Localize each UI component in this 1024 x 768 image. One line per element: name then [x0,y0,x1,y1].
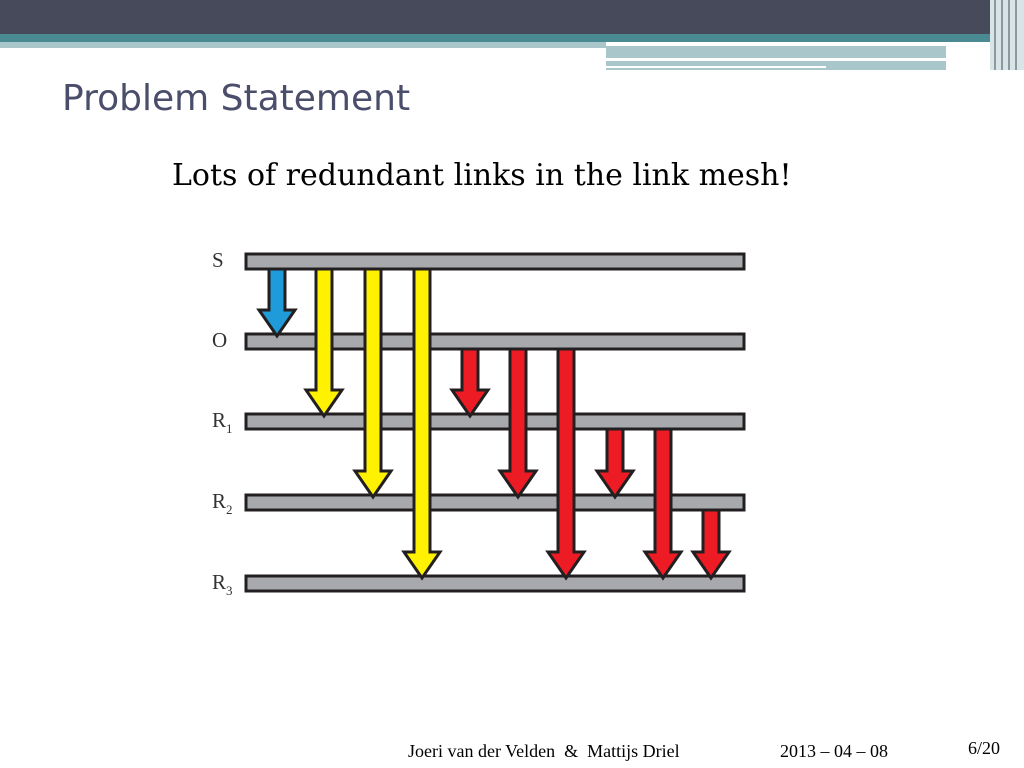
link-arrow-r1-to-r3 [642,427,684,581]
link-arrow-r2-to-r3 [690,508,732,581]
level-label-r3: R3 [212,570,233,598]
link-arrow-o-to-r1 [449,347,491,419]
link-arrow-s-to-r2 [352,267,394,500]
header-band [0,0,1024,70]
link-arrow-o-to-r3 [545,347,587,581]
level-bar-r2 [244,493,746,512]
level-label-o: O [212,328,227,352]
level-bar-r1 [244,412,746,431]
level-bar-s [244,252,746,271]
header-white-line-2 [606,66,826,68]
header-corner-line-3 [1008,0,1010,70]
link-arrow-s-to-o [256,267,298,339]
link-arrow-s-to-r1 [303,267,345,419]
link-arrow-r1-to-r2 [594,427,636,500]
header-dark-strip [0,0,1024,34]
header-white-line [606,58,952,61]
footer-authors: Joeri van der Velden & Mattijs Driel [408,741,680,761]
header-corner-line-2 [1001,0,1003,70]
header-teal-strip [0,34,1024,42]
slide-title: Problem Statement [62,78,411,119]
link-arrow-o-to-r2 [497,347,539,500]
page-number: 6/20 [968,738,1001,758]
footer-date: 2013 – 04 – 08 [780,741,888,761]
header-corner-line-1 [994,0,996,70]
slide-subtitle: Lots of redundant links in the link mesh… [172,158,792,193]
header-corner-line-4 [1015,0,1017,70]
level-label-r2: R2 [212,489,233,517]
header-light-strip [0,42,606,48]
level-label-r1: R1 [212,408,233,436]
link-arrow-s-to-r3 [401,267,443,581]
level-label-s: S [212,248,224,272]
level-bar-r3 [244,574,746,593]
